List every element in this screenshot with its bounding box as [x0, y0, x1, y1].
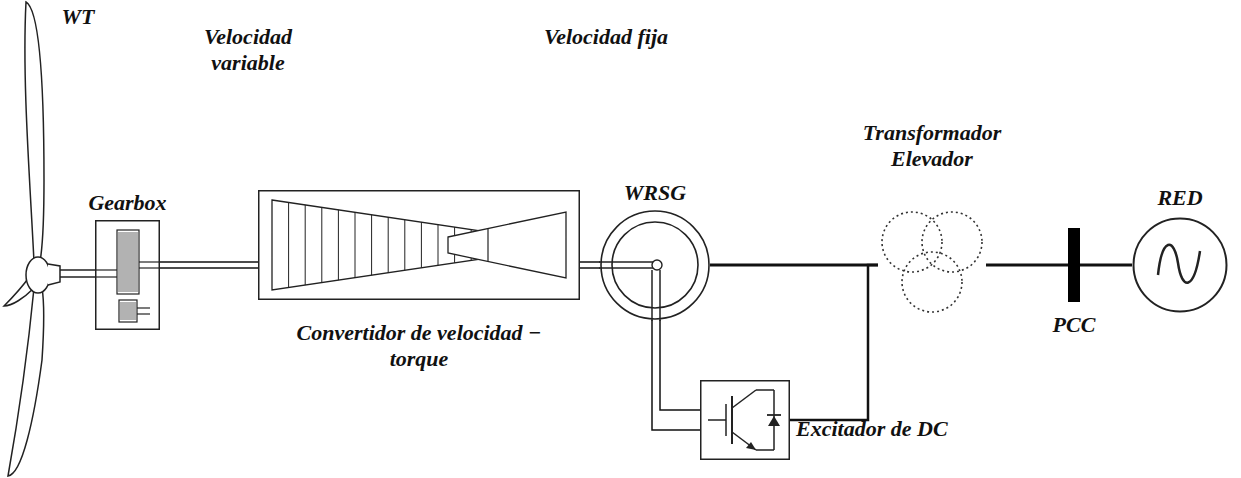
connector-line [160, 267, 258, 269]
dc-exciter-box: Excitador de DC [700, 380, 790, 460]
node-label: RED [1140, 185, 1220, 211]
pcc-bus-bar: PCC [1068, 228, 1080, 302]
node-outline [1068, 228, 1080, 302]
generator-circle: WRSG [600, 210, 710, 320]
speed-zone-label: Velocidad fija [541, 24, 671, 50]
speed-torque-converter: Convertidor de velocidad − torque [258, 190, 580, 300]
turbine-label: WT [48, 4, 108, 30]
transformer-symbol: Transformador Elevador [878, 208, 986, 316]
node-label: Excitador de DC [796, 416, 948, 442]
connector-line [1080, 264, 1132, 267]
connector-line [986, 264, 1068, 267]
speed-zone-label: Velocidad variable [183, 24, 313, 76]
node-label: WRSG [595, 180, 715, 206]
node-outline [878, 208, 986, 316]
connector-line [652, 320, 700, 430]
connector-line [580, 261, 600, 263]
node-label: PCC [1034, 312, 1114, 338]
gearbox-box: Gearbox [95, 220, 160, 330]
connector-line [660, 320, 700, 410]
node-label: Convertidor de velocidad − torque [294, 320, 544, 372]
node-outline [1132, 217, 1228, 313]
connector-line [790, 265, 878, 420]
grid-source: RED [1132, 217, 1228, 313]
connector-line [710, 264, 878, 267]
node-outline [600, 210, 710, 320]
node-outline [258, 190, 580, 300]
connector-line [160, 261, 258, 263]
connector-line [580, 267, 600, 269]
node-label: Transformador Elevador [842, 120, 1022, 172]
node-outline [95, 220, 160, 330]
node-outline [700, 380, 790, 460]
node-label: Gearbox [63, 190, 193, 216]
